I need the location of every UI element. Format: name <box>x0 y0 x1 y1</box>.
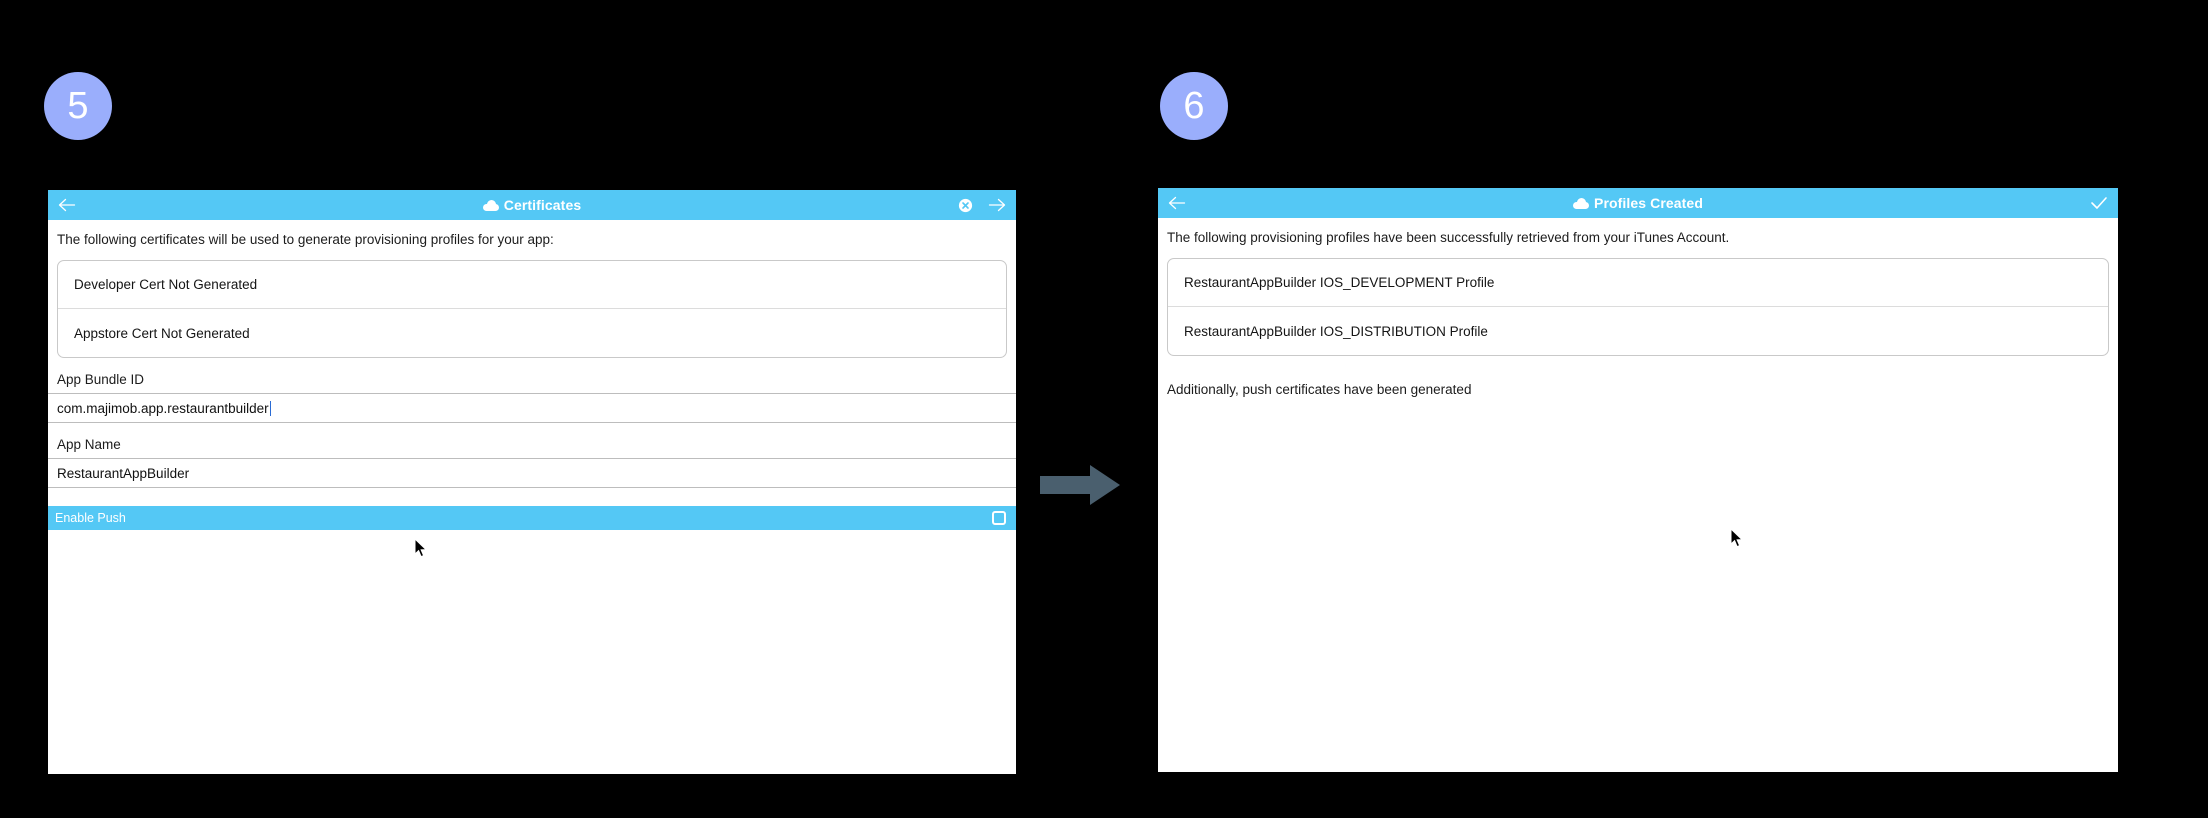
certificates-intro-text: The following certificates will be used … <box>57 232 554 247</box>
forward-arrow-icon[interactable] <box>988 196 1006 214</box>
step-badge-5: 5 <box>44 72 112 140</box>
certificates-titlebar: Certificates <box>48 190 1016 220</box>
profiles-created-panel: Profiles Created The following provision… <box>1158 188 2118 772</box>
step-badge-6: 6 <box>1160 72 1228 140</box>
cloud-icon <box>1573 197 1589 209</box>
back-arrow-icon[interactable] <box>58 196 76 214</box>
profiles-titlebar-left-icons <box>1168 194 1186 212</box>
profiles-list: RestaurantAppBuilder IOS_DEVELOPMENT Pro… <box>1167 258 2109 357</box>
profiles-body: The following provisioning profiles have… <box>1158 218 2118 772</box>
certificates-body: The following certificates will be used … <box>48 220 1016 774</box>
profiles-intro-text: The following provisioning profiles have… <box>1167 230 1730 245</box>
list-item[interactable]: RestaurantAppBuilder IOS_DEVELOPMENT Pro… <box>1168 259 2108 308</box>
cloud-icon <box>482 199 499 211</box>
certificates-panel: Certificates The following certificates … <box>48 190 1016 774</box>
list-item[interactable]: RestaurantAppBuilder IOS_DISTRIBUTION Pr… <box>1184 323 1488 339</box>
profiles-title-text: Profiles Created <box>1594 195 1703 211</box>
enable-push-label: Enable Push <box>55 511 126 526</box>
text-caret <box>269 400 271 416</box>
app-bundle-id-label: App Bundle ID <box>57 372 145 388</box>
app-bundle-id-value: com.majimob.app.restaurantbuilder <box>57 400 269 416</box>
profiles-titlebar: Profiles Created <box>1158 188 2118 218</box>
list-item[interactable]: Appstore Cert Not Generated <box>74 325 250 341</box>
app-bundle-id-input[interactable]: com.majimob.app.restaurantbuilder <box>48 393 1016 424</box>
app-name-value: RestaurantAppBuilder <box>57 465 190 481</box>
close-circle-icon[interactable] <box>956 196 974 214</box>
certificates-title-text: Certificates <box>503 197 582 213</box>
certificates-list: Developer Cert Not Generated Appstore Ce… <box>57 260 1007 359</box>
profiles-titlebar-right-icons <box>2090 194 2108 212</box>
enable-push-row[interactable]: Enable Push <box>48 506 1016 531</box>
app-name-input[interactable]: RestaurantAppBuilder <box>48 458 1016 489</box>
right-arrow-icon <box>1040 462 1122 508</box>
titlebar-left-icons <box>58 196 76 214</box>
app-name-label: App Name <box>57 437 121 453</box>
push-certificates-note: Additionally, push certificates have bee… <box>1167 382 1472 398</box>
back-arrow-icon[interactable] <box>1168 194 1186 212</box>
checkmark-icon[interactable] <box>2090 194 2108 212</box>
titlebar-right-icons <box>956 196 1006 214</box>
list-item[interactable]: Developer Cert Not Generated <box>58 261 1006 310</box>
checkbox-unchecked-icon[interactable] <box>992 511 1006 526</box>
certificates-title-group: Certificates <box>48 197 1016 213</box>
profiles-title-group: Profiles Created <box>1158 195 2118 211</box>
